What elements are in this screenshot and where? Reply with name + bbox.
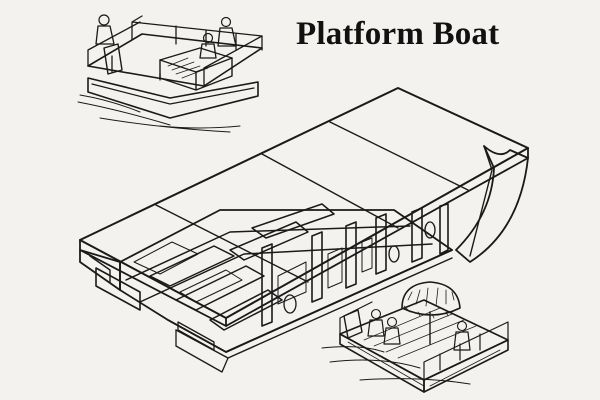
small-pontoon-boat-bottom [321,281,509,393]
small-pontoon-boat-top [77,14,263,133]
platform-hull-frame [79,87,529,373]
page-title: Platform Boat [296,16,500,52]
